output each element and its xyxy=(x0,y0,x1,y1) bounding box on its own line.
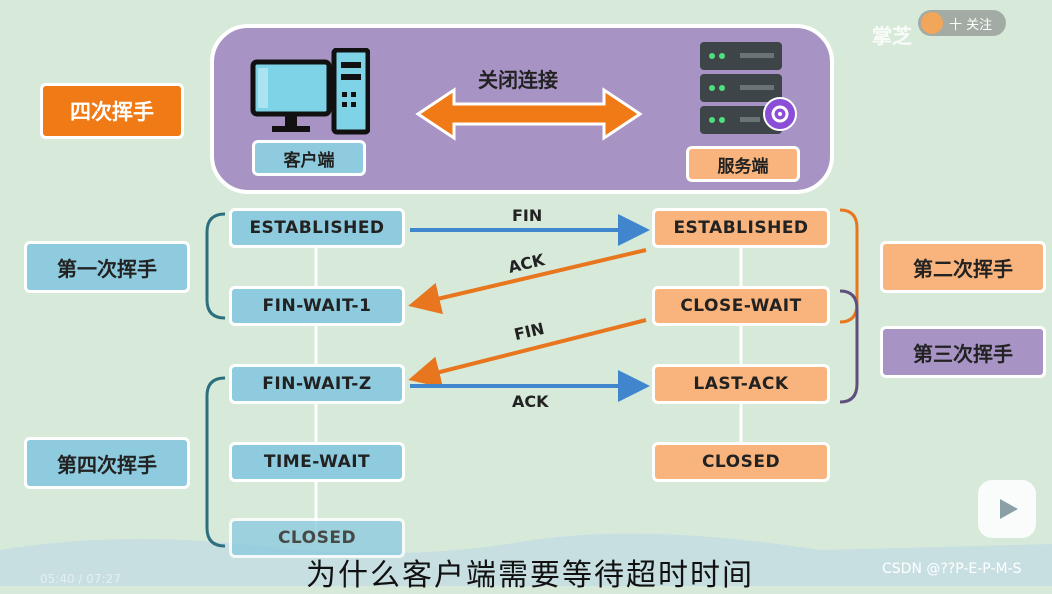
gear-icon xyxy=(763,97,797,131)
server-icon xyxy=(700,42,782,134)
connection-panel: 客户端 关闭连接 服务端 xyxy=(210,24,834,194)
video-subtitle: 为什么客户端需要等待超时时间 xyxy=(306,558,754,593)
follow-label: 十 关注 xyxy=(949,17,993,33)
server-state-last-ack: LAST-ACK xyxy=(652,364,830,404)
avatar xyxy=(921,12,943,34)
server-state-closed: CLOSED xyxy=(652,442,830,482)
client-state-established: ESTABLISHED xyxy=(229,208,405,248)
server-state-established: ESTABLISHED xyxy=(652,208,830,248)
fourth-wave-bracket xyxy=(205,376,226,548)
client-state-fin-wait-2: FIN-WAIT-Z xyxy=(229,364,405,404)
ack-label-2: ACK xyxy=(512,392,549,411)
ack-arrow-1 xyxy=(408,248,647,315)
second-wave-bracket xyxy=(839,208,859,324)
first-wave-label: 第一次挥手 xyxy=(24,241,190,293)
close-connection-label: 关闭连接 xyxy=(478,68,558,92)
client-label: 客户端 xyxy=(252,140,366,176)
double-arrow-icon xyxy=(415,87,643,141)
client-state-time-wait: TIME-WAIT xyxy=(229,442,405,482)
server-state-close-wait: CLOSE-WAIT xyxy=(652,286,830,326)
play-icon xyxy=(1000,499,1018,519)
computer-icon xyxy=(250,48,370,135)
server-label: 服务端 xyxy=(686,146,800,182)
third-wave-bracket xyxy=(839,289,859,404)
first-wave-bracket xyxy=(205,212,226,320)
page-title: 四次挥手 xyxy=(40,83,184,139)
fourth-wave-label: 第四次挥手 xyxy=(24,437,190,489)
third-wave-label: 第三次挥手 xyxy=(880,326,1046,378)
player-time: 05:40 / 07:27 xyxy=(40,572,121,586)
fin-arrow-2 xyxy=(408,318,647,388)
follow-button[interactable]: 十 关注 xyxy=(918,10,1006,36)
csdn-watermark: CSDN @??P-E-P-M-S xyxy=(882,561,1022,577)
channel-mark: 掌芝 xyxy=(872,24,912,48)
second-wave-label: 第二次挥手 xyxy=(880,241,1046,293)
client-state-closed: CLOSED xyxy=(229,518,405,558)
client-state-fin-wait-1: FIN-WAIT-1 xyxy=(229,286,405,326)
play-button[interactable] xyxy=(978,480,1036,538)
fin-label-1: FIN xyxy=(512,206,543,225)
